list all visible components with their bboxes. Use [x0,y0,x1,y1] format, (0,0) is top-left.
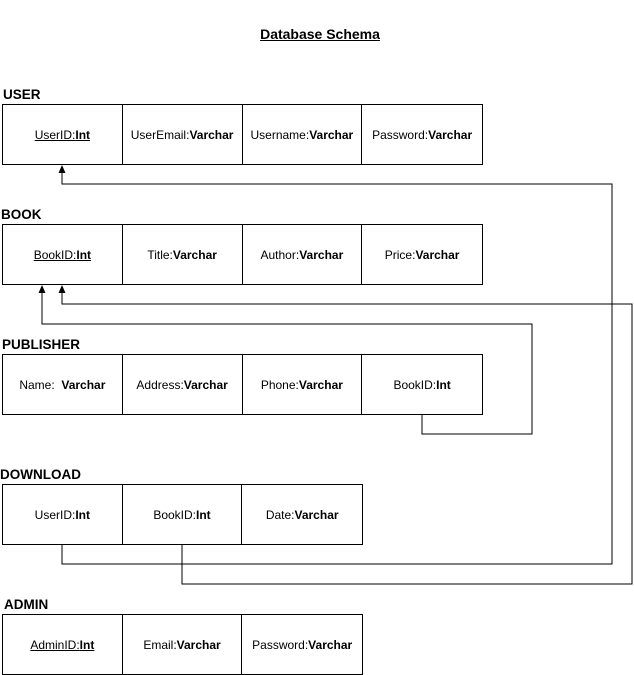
field-name: AdminID: [30,637,80,652]
field-type: Varchar [294,507,339,522]
field-admin-adminid[interactable]: AdminID: Int [3,615,123,674]
arrowhead-icon [58,165,66,173]
field-book-author[interactable]: Author: Varchar [243,225,363,284]
field-type: Int [196,507,211,522]
field-type: Varchar [176,637,221,652]
field-name: Address: [136,377,184,392]
field-name: UserID: [34,507,76,522]
field-type: Varchar [299,247,344,262]
field-download-date[interactable]: Date: Varchar [242,485,362,544]
field-book-price[interactable]: Price: Varchar [362,225,482,284]
field-name: BookID: [153,507,197,522]
field-type: Varchar [189,127,234,142]
field-publisher-phone[interactable]: Phone: Varchar [243,355,363,414]
arrowhead-icon [58,285,66,293]
entity-table-publisher[interactable]: Name: Varchar Address: Varchar Phone: Va… [2,354,483,415]
field-user-username[interactable]: Username: Varchar [243,105,363,164]
field-name: BookID: [33,247,77,262]
entity-name-admin: ADMIN [4,597,49,612]
field-download-bookid[interactable]: BookID: Int [123,485,243,544]
field-type: Varchar [308,637,353,652]
entity-table-book[interactable]: BookID: Int Title: Varchar Author: Varch… [2,224,483,285]
field-download-userid[interactable]: UserID: Int [3,485,123,544]
field-type: Varchar [428,127,473,142]
entity-name-publisher: PUBLISHER [2,337,81,352]
entity-name-download: DOWNLOAD [0,467,81,482]
field-type: Varchar [298,377,343,392]
field-name: Price: [384,247,416,262]
field-book-bookid[interactable]: BookID: Int [3,225,123,284]
field-name: Password: [372,127,429,142]
field-name: UserID: [34,127,76,142]
entity-table-user[interactable]: UserID: Int UserEmail: Varchar Username:… [2,104,483,165]
field-type: Int [75,507,90,522]
field-name: Phone: [260,377,299,392]
field-name: Author: [260,247,300,262]
field-book-title[interactable]: Title: Varchar [123,225,243,284]
field-publisher-bookid[interactable]: BookID: Int [362,355,482,414]
arrowhead-icon [38,285,46,293]
field-user-userid[interactable]: UserID: Int [3,105,123,164]
field-admin-password[interactable]: Password: Varchar [242,615,362,674]
field-name: Date: [265,507,295,522]
field-type: Varchar [415,247,460,262]
field-name: Password: [252,637,309,652]
field-name: BookID: [393,377,437,392]
field-type: Varchar [172,247,217,262]
field-type: Varchar [309,127,354,142]
field-publisher-address[interactable]: Address: Varchar [123,355,243,414]
field-name: Title: [147,247,173,262]
field-name: Name: [19,377,62,392]
diagram-title: Database Schema [260,26,380,42]
field-name: UserEmail: [130,127,190,142]
entity-table-admin[interactable]: AdminID: Int Email: Varchar Password: Va… [2,614,363,675]
field-type: Int [79,637,95,652]
field-type: Varchar [61,377,106,392]
entity-name-book: BOOK [1,207,42,222]
field-type: Varchar [183,377,228,392]
field-user-password[interactable]: Password: Varchar [362,105,482,164]
field-type: Int [75,127,91,142]
field-name: Email: [143,637,177,652]
field-publisher-name[interactable]: Name: Varchar [3,355,123,414]
entity-name-user: USER [3,87,41,102]
entity-table-download[interactable]: UserID: Int BookID: Int Date: Varchar [2,484,363,545]
field-user-useremail[interactable]: UserEmail: Varchar [123,105,243,164]
field-type: Int [436,377,451,392]
field-admin-email[interactable]: Email: Varchar [123,615,243,674]
field-name: Username: [250,127,310,142]
field-type: Int [76,247,92,262]
